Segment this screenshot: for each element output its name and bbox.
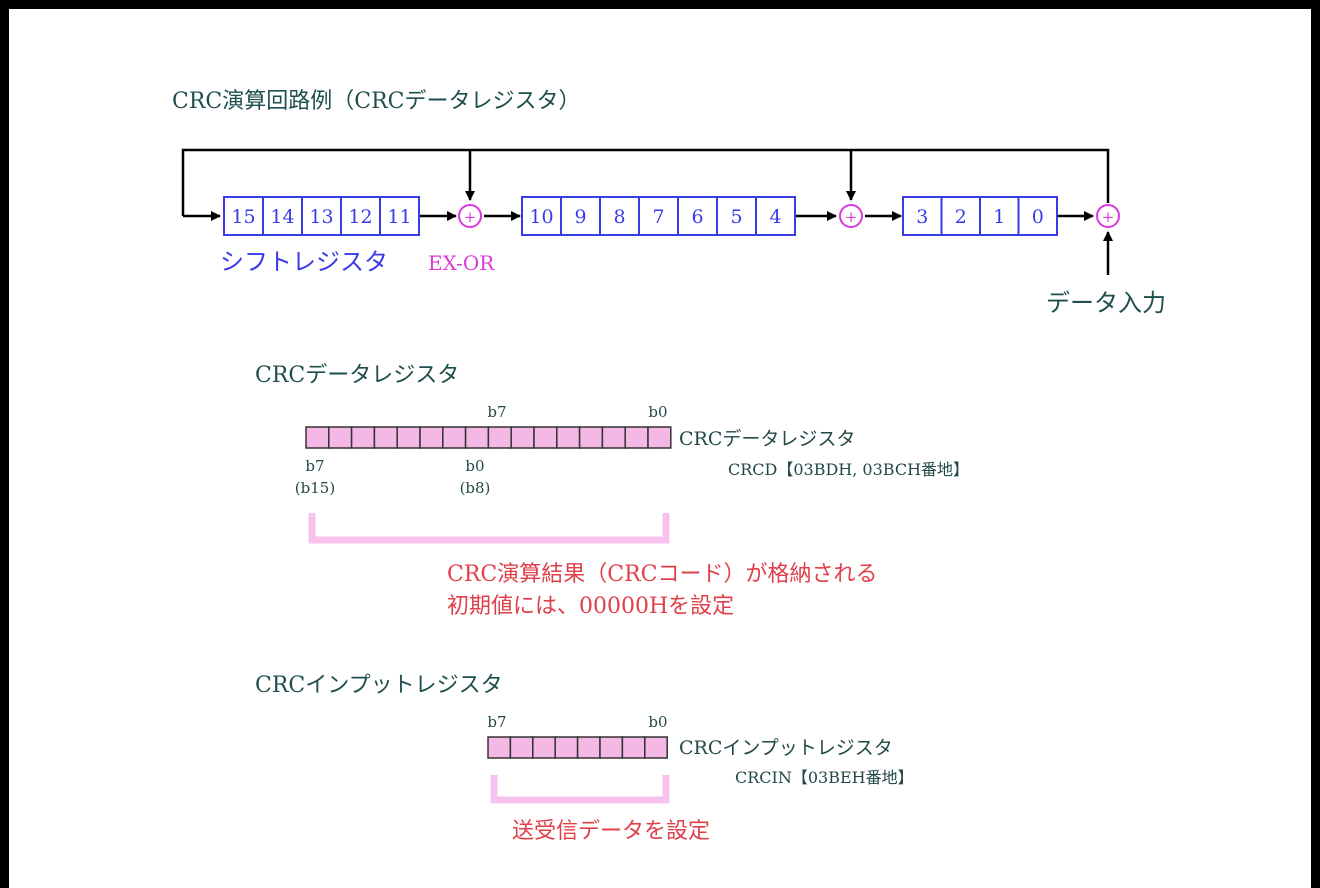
crc-input-register-name: CRCインプットレジスタ (679, 737, 893, 759)
register-bit-cell (419, 426, 444, 449)
shift-cell (902, 196, 943, 236)
shift-cell (940, 196, 981, 236)
xor-symbol: + (464, 208, 477, 226)
xor-gate-3: + (1096, 204, 1120, 228)
crc-input-register-cells (487, 736, 668, 759)
shift-cell-label: 0 (1032, 206, 1044, 228)
crc-data-register-heading: CRCデータレジスタ (255, 363, 459, 388)
register-bit-cell (442, 426, 467, 449)
register-bit-cell (328, 426, 353, 449)
shift-register-group-3: 3 2 1 0 (902, 196, 1058, 236)
shift-cell-label: 8 (613, 206, 625, 228)
shift-cell-label: 3 (916, 206, 928, 228)
shift-cell-label: 15 (231, 206, 255, 228)
register-bit-cell (510, 426, 535, 449)
shift-cell-label: 10 (529, 206, 553, 228)
xor-gate-1: + (458, 204, 482, 228)
crc-input-register-address: CRCIN【03BEH番地】 (735, 768, 914, 787)
register-bit-cell (554, 736, 579, 759)
shift-cell-label: 13 (309, 206, 333, 228)
shift-cell-label: 6 (691, 206, 703, 228)
xor-gate-2: + (839, 204, 863, 228)
shift-cell-label: 14 (270, 206, 294, 228)
shift-cell-label: 12 (348, 206, 372, 228)
register-bit-cell (576, 736, 601, 759)
crc-data-register-name: CRCデータレジスタ (679, 428, 855, 450)
register-bit-cell (373, 426, 398, 449)
shift-cell-label: 11 (387, 206, 411, 228)
register-bit-cell (533, 426, 558, 449)
bit-label-b8: (b8) (460, 479, 491, 497)
bit-label-b7-high: b7 (487, 403, 506, 421)
shift-register-label: シフトレジスタ (220, 248, 388, 276)
shift-cell (1017, 196, 1058, 236)
input-bit-label-b0: b0 (648, 713, 667, 731)
shift-cell (716, 196, 757, 236)
data-input-label: データ入力 (1046, 289, 1166, 317)
input-bit-label-b7: b7 (487, 713, 506, 731)
register-bit-cell (578, 426, 604, 449)
shift-register-group-1: 15 14 13 12 11 (223, 196, 420, 236)
crc-input-register-heading: CRCインプットレジスタ (255, 673, 503, 698)
xor-symbol: + (845, 208, 858, 226)
register-bit-cell (509, 736, 534, 759)
register-bit-cell (464, 426, 490, 449)
register-bit-cell (532, 736, 556, 759)
crc-data-register-cells (305, 426, 672, 449)
crc-input-bracket (490, 775, 670, 804)
bit-label-b0-low: b0 (465, 457, 484, 475)
register-bit-cell (601, 426, 626, 449)
shift-register-group-2: 10 9 8 7 6 5 4 (521, 196, 796, 236)
register-bit-cell (599, 736, 624, 759)
crc-data-note-1: CRC演算結果（CRCコード）が格納される (447, 562, 877, 587)
diagram-title: CRC演算回路例（CRCデータレジスタ） (172, 89, 580, 114)
xor-label: EX-OR (428, 251, 495, 275)
register-bit-cell (647, 426, 672, 449)
register-bit-cell (621, 736, 646, 759)
shift-cell (379, 196, 420, 236)
register-bit-cell (350, 426, 376, 449)
bit-label-b7-low: b7 (305, 457, 324, 475)
crc-data-register-address: CRCD【03BDH, 03BCH番地】 (728, 460, 969, 479)
shift-cell-label: 2 (955, 206, 967, 228)
shift-cell-label: 5 (730, 206, 742, 228)
shift-cell-label: 9 (574, 206, 586, 228)
register-bit-cell (487, 736, 512, 759)
register-bit-cell (556, 426, 581, 449)
register-bit-cell (487, 426, 512, 449)
crc-input-note: 送受信データを設定 (512, 819, 710, 844)
register-bit-cell (624, 426, 649, 449)
xor-symbol: + (1102, 208, 1115, 226)
bit-label-b0-high: b0 (648, 403, 667, 421)
bit-label-b15: (b15) (295, 479, 335, 497)
shift-cell-label: 7 (652, 206, 664, 228)
crc-data-note-2: 初期値には、00000Hを設定 (447, 594, 734, 619)
register-bit-cell (305, 426, 330, 449)
feedback-lines (181, 148, 1113, 275)
shift-cell-label: 4 (769, 206, 781, 228)
shift-cell (599, 196, 640, 236)
shift-cell (755, 196, 796, 236)
register-bit-cell (644, 736, 668, 759)
register-bit-cell (396, 426, 421, 449)
shift-cell-label: 1 (993, 206, 1005, 228)
crc-data-bracket (308, 513, 670, 544)
